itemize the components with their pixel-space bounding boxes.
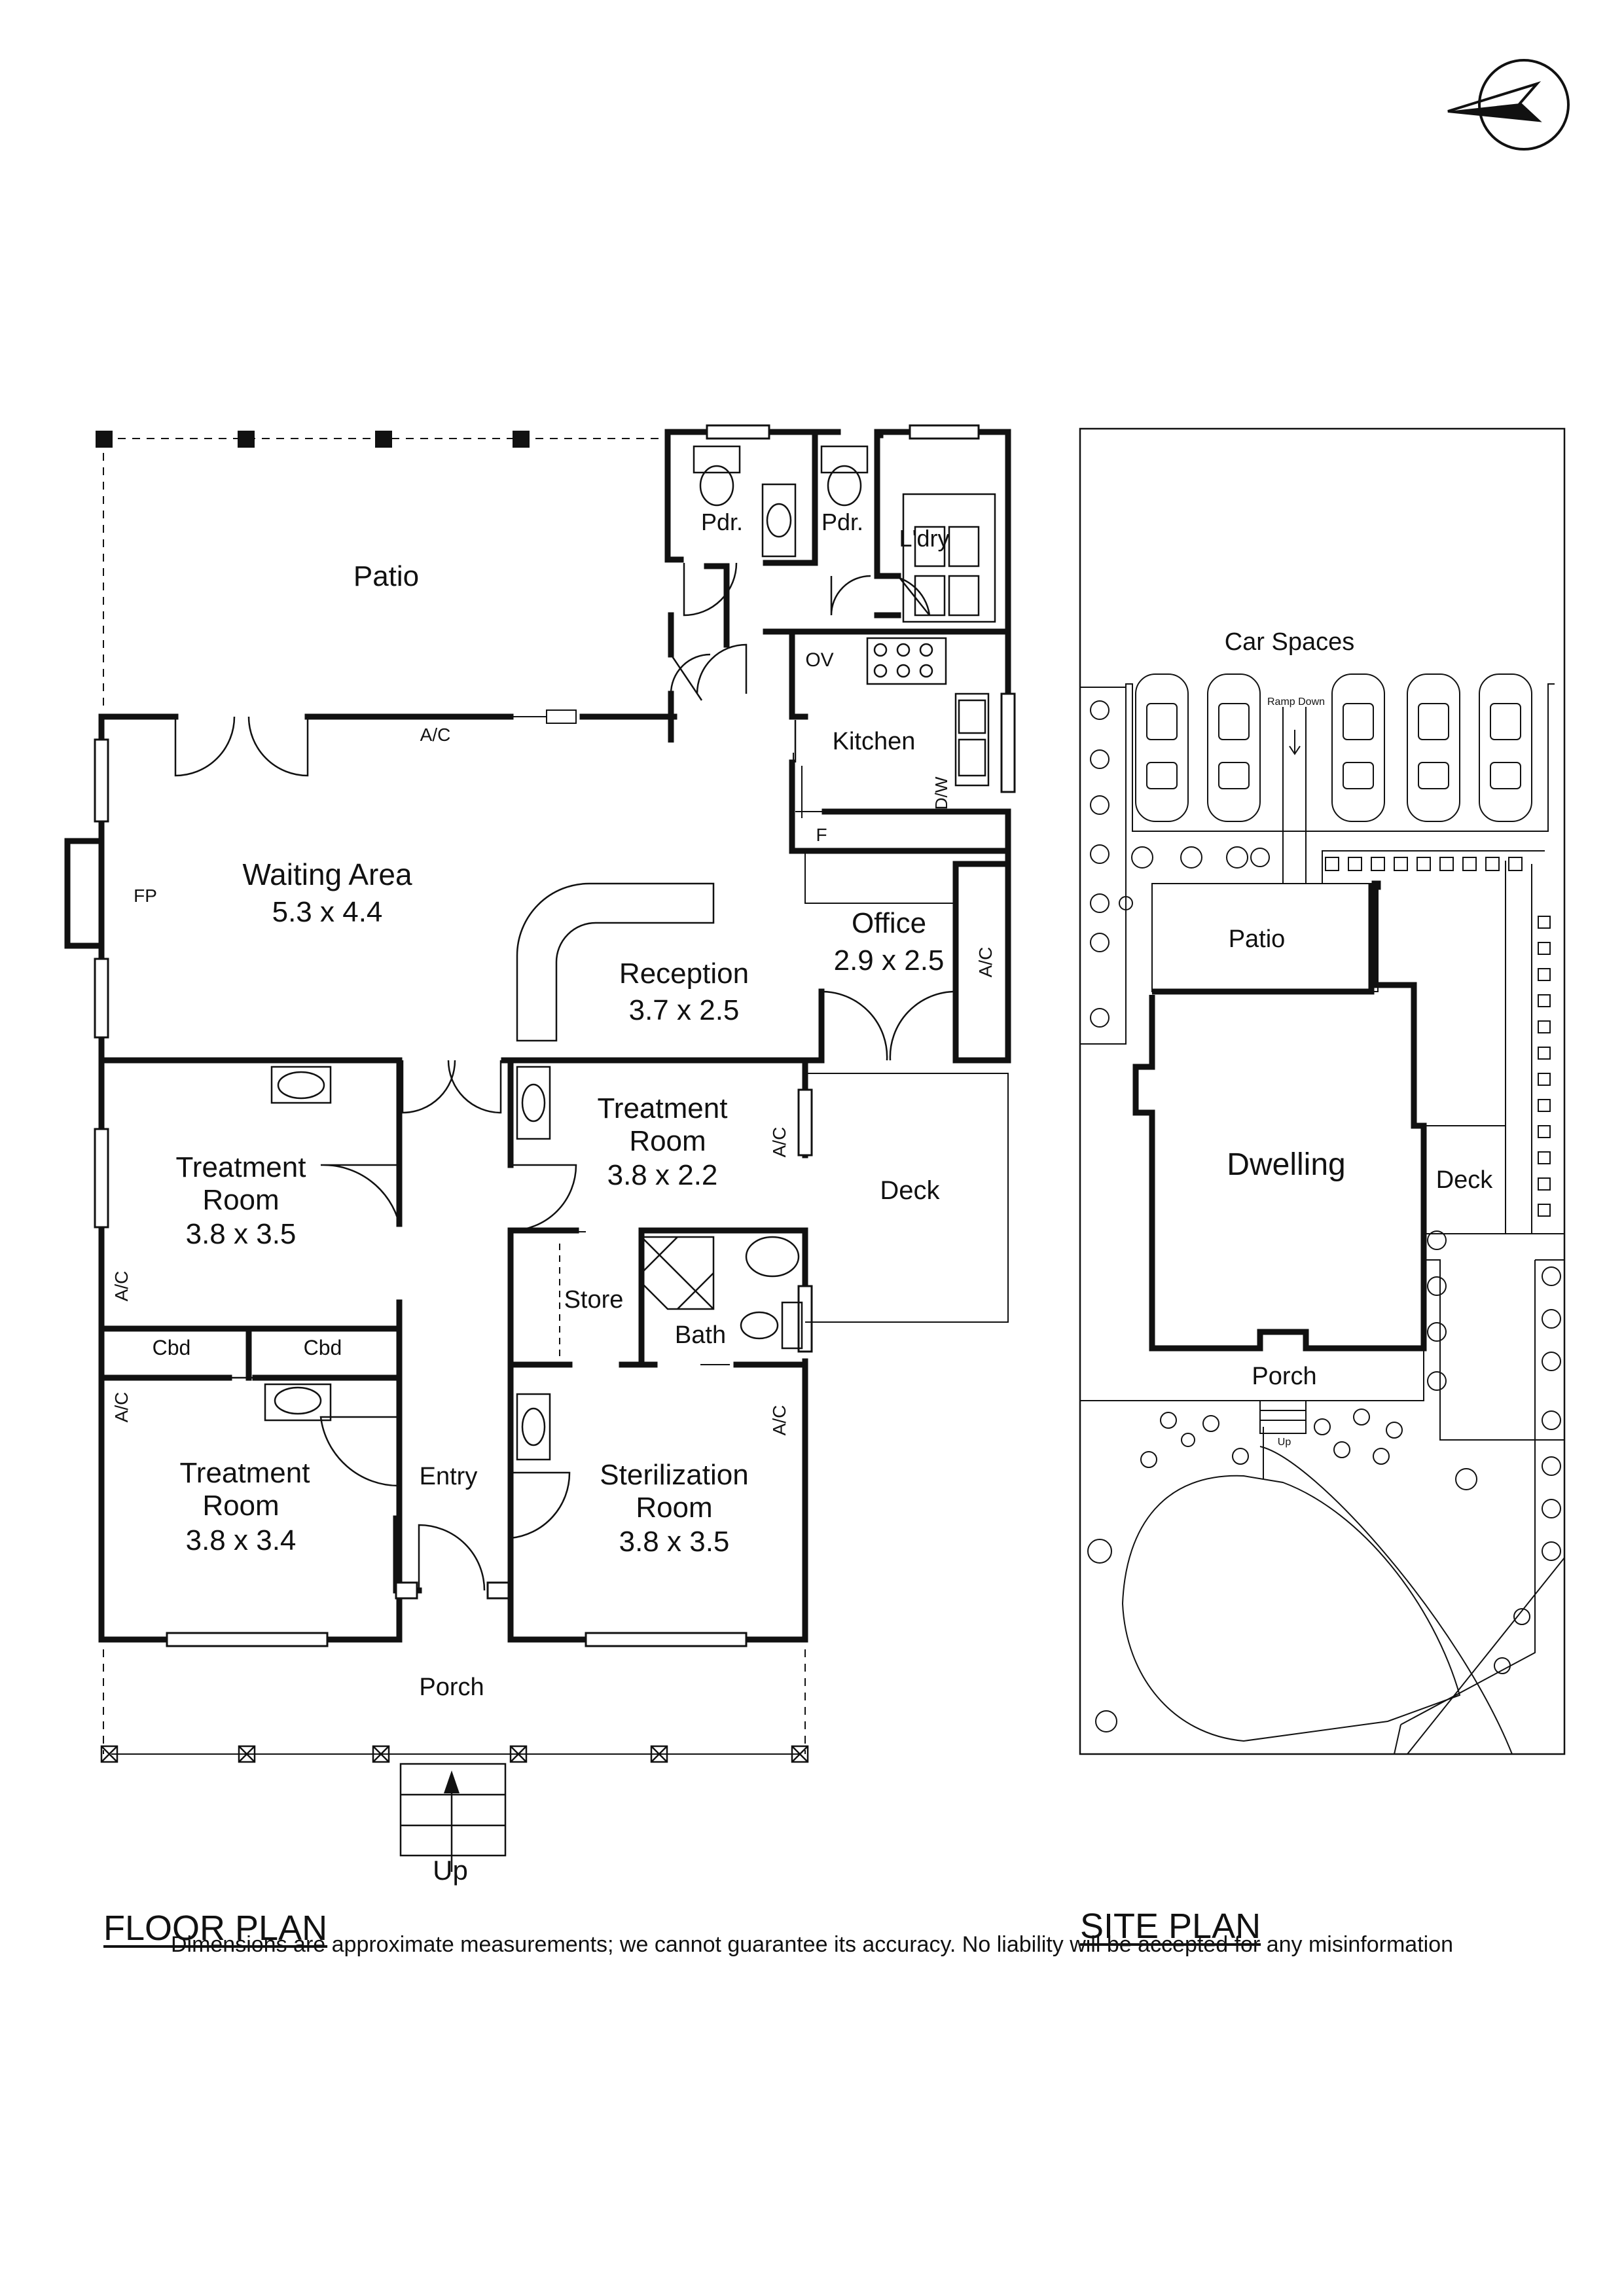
up-label: Up (433, 1855, 468, 1886)
ac-patio-label: A/C (420, 725, 451, 745)
floor-plan-labels: Patio Pdr. Pdr. L'dry OV Kitchen D/W F F… (111, 509, 996, 1886)
up-arrow-icon (444, 1770, 460, 1793)
car-spaces-label: Car Spaces (1225, 628, 1355, 656)
small-arrows (504, 716, 794, 1365)
patio-outline (103, 438, 668, 710)
sterilization-room-line1: Sterilization (600, 1459, 748, 1491)
waiting-area-dim: 5.3 x 4.4 (272, 896, 383, 928)
office-dim: 2.9 x 2.5 (834, 944, 945, 977)
fixtures (264, 445, 996, 1461)
reception-dim: 3.7 x 2.5 (629, 994, 740, 1026)
cbd2-label: Cbd (304, 1336, 342, 1359)
sterilization-room-line2: Room (636, 1492, 712, 1524)
site-up-label: Up (1278, 1437, 1291, 1448)
deck-label: Deck (880, 1176, 940, 1205)
site-porch-label: Porch (1252, 1363, 1316, 1390)
ramp-arrow-icon (1289, 730, 1301, 755)
treatment-room-3-dim: 3.8 x 3.4 (186, 1524, 297, 1556)
lawn (1121, 1475, 1461, 1742)
treatment-room-3-ac: A/C (111, 1392, 132, 1423)
treatment-room-3-line2: Room (202, 1490, 279, 1522)
patio-posts (96, 431, 530, 448)
treatment-room-1-ac: A/C (111, 1271, 132, 1302)
office-label: Office (852, 907, 926, 939)
floor-plan-heading: FLOOR PLAN (103, 1909, 328, 1948)
dw-label: D/W (931, 776, 951, 810)
pdr2-label: Pdr. (821, 509, 863, 535)
shrub-icons (1087, 700, 1561, 1732)
fp-label: FP (134, 886, 157, 906)
porch-posts (100, 1745, 809, 1763)
site-deck-label: Deck (1436, 1166, 1494, 1194)
site-plan-heading: SITE PLAN (1080, 1907, 1261, 1946)
site-patio-label: Patio (1229, 925, 1286, 953)
patio-label: Patio (353, 560, 419, 592)
windows (94, 424, 1016, 1647)
store-label: Store (564, 1286, 624, 1314)
fridge-label: F (816, 825, 827, 845)
bath-label: Bath (675, 1321, 726, 1349)
sterilization-room-ac: A/C (769, 1405, 789, 1436)
dwelling-label: Dwelling (1227, 1147, 1345, 1182)
waiting-area-label: Waiting Area (242, 857, 412, 891)
doors (174, 562, 957, 1591)
dwelling-outline (1132, 880, 1427, 1352)
site-plan-labels: Car Spaces Ramp Down Patio Dwelling Deck… (1225, 628, 1494, 1448)
entry-label: Entry (420, 1463, 478, 1490)
kitchen-label: Kitchen (833, 728, 916, 755)
office-ac-label: A/C (975, 947, 996, 978)
pdr1-label: Pdr. (701, 509, 743, 535)
site-deck-area (1423, 1125, 1506, 1234)
cbd1-label: Cbd (153, 1336, 191, 1359)
site-boundary (1079, 427, 1566, 1755)
porch-label: Porch (419, 1674, 484, 1701)
porch-steps-site (1259, 1400, 1307, 1434)
sterilization-room-dim: 3.8 x 3.5 (619, 1526, 730, 1558)
ov-label: OV (805, 649, 833, 671)
pavers (1325, 857, 1551, 1217)
driveway (1080, 683, 1565, 1755)
treatment-room-2-line2: Room (629, 1125, 706, 1157)
thin-lines (524, 709, 1009, 1361)
reception-label: Reception (619, 958, 749, 990)
treatment-room-2-ac: A/C (769, 1127, 789, 1158)
treatment-room-3-line1: Treatment (180, 1457, 310, 1489)
treatment-room-1-line1: Treatment (176, 1151, 306, 1183)
laundry-label: L'dry (899, 525, 950, 552)
compass-icon (1447, 59, 1570, 151)
car-icons (1135, 673, 1532, 822)
site-plan (1079, 427, 1566, 1755)
treatment-room-1-line2: Room (202, 1184, 279, 1216)
treatment-room-2-dim: 3.8 x 2.2 (607, 1159, 718, 1191)
treatment-room-2-line1: Treatment (598, 1092, 728, 1124)
reception-counter (516, 882, 715, 1042)
porch-outline (103, 1649, 806, 1754)
ramp-down-label: Ramp Down (1267, 696, 1325, 708)
floor-plan (64, 424, 1016, 1872)
disclaimer: Dimensions are approximate measurements;… (170, 1932, 1454, 1957)
site-patio-area (1151, 883, 1379, 992)
entry-steps (399, 1763, 507, 1872)
treatment-room-1-dim: 3.8 x 3.5 (186, 1218, 297, 1250)
